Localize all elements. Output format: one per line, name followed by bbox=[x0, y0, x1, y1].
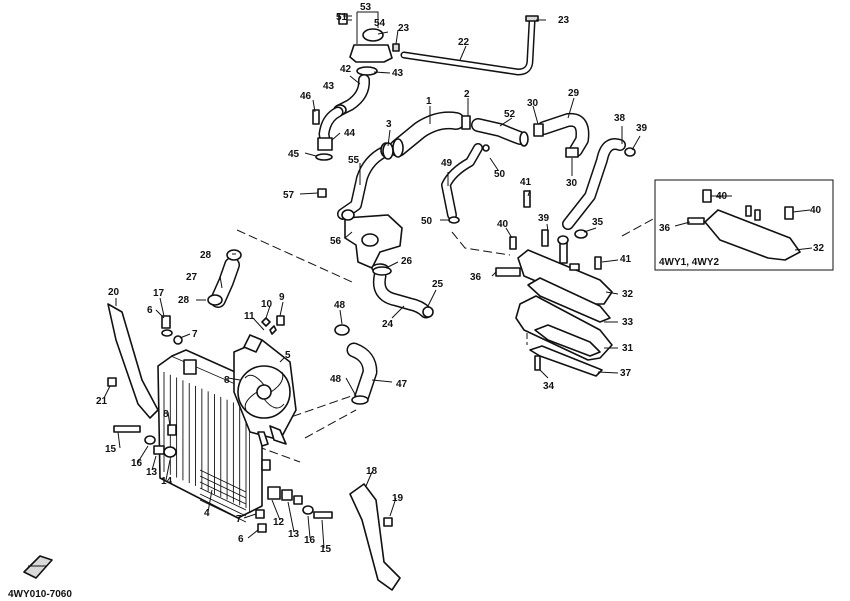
callout-8: 8 bbox=[163, 409, 169, 420]
callout-36: 36 bbox=[470, 272, 482, 283]
bracket-20 bbox=[107, 303, 159, 419]
callout-50: 50 bbox=[494, 169, 506, 180]
callout-42: 42 bbox=[340, 64, 352, 75]
hose-24 bbox=[372, 266, 434, 319]
callout-7: 7 bbox=[236, 514, 242, 525]
callout-6: 6 bbox=[147, 305, 153, 316]
callout-40: 40 bbox=[810, 205, 822, 216]
hose-29 bbox=[533, 112, 590, 158]
callout-33: 33 bbox=[622, 317, 634, 328]
callout-50: 50 bbox=[421, 216, 433, 227]
callout-7: 7 bbox=[192, 329, 198, 340]
callout-31: 31 bbox=[622, 343, 634, 354]
callout-24: 24 bbox=[382, 319, 394, 330]
hose-52 bbox=[471, 118, 529, 152]
callout-21: 21 bbox=[96, 396, 108, 407]
callout-37: 37 bbox=[620, 368, 632, 379]
callout-40: 40 bbox=[497, 219, 509, 230]
callout-51: 51 bbox=[336, 12, 348, 23]
callout-12: 12 bbox=[273, 517, 285, 528]
callout-38: 38 bbox=[614, 113, 626, 124]
callout-9: 9 bbox=[279, 292, 285, 303]
hose-44 bbox=[312, 106, 344, 161]
callout-56: 56 bbox=[330, 236, 342, 247]
callout-25: 25 bbox=[432, 279, 444, 290]
callout-28: 28 bbox=[178, 295, 190, 306]
callout-34: 34 bbox=[543, 381, 555, 392]
callout-27: 27 bbox=[186, 272, 198, 283]
callout-19: 19 bbox=[392, 493, 404, 504]
callout-45: 45 bbox=[288, 149, 300, 160]
hose-27 bbox=[207, 249, 242, 308]
callout-52: 52 bbox=[504, 109, 516, 120]
callout-35: 35 bbox=[592, 217, 604, 228]
callout-46: 46 bbox=[300, 91, 312, 102]
callout-16: 16 bbox=[131, 458, 143, 469]
bracket-18 bbox=[349, 483, 401, 591]
figure-code: 4WY010-7060 bbox=[8, 589, 72, 600]
callout-54: 54 bbox=[374, 18, 386, 29]
callout-47: 47 bbox=[396, 379, 408, 390]
hose-1 bbox=[382, 111, 471, 160]
callout-13: 13 bbox=[146, 467, 158, 478]
callout-36: 36 bbox=[659, 223, 671, 234]
callout-39: 39 bbox=[636, 123, 648, 134]
callout-20: 20 bbox=[108, 287, 120, 298]
callout-22: 22 bbox=[458, 37, 470, 48]
callout-15: 15 bbox=[320, 544, 332, 555]
callout-16: 16 bbox=[304, 535, 316, 546]
callout-23: 23 bbox=[398, 23, 410, 34]
callout-48: 48 bbox=[330, 374, 342, 385]
callout-10: 10 bbox=[261, 299, 273, 310]
callout-32: 32 bbox=[622, 289, 634, 300]
callout-6: 6 bbox=[238, 534, 244, 545]
hose-22 bbox=[400, 15, 539, 76]
callout-43: 43 bbox=[323, 81, 335, 92]
callout-40: 40 bbox=[716, 191, 728, 202]
hose-49 bbox=[441, 143, 483, 224]
callout-49: 49 bbox=[441, 158, 453, 169]
callout-15: 15 bbox=[105, 444, 117, 455]
callout-44: 44 bbox=[344, 128, 356, 139]
thermostat-housing-56 bbox=[299, 188, 403, 273]
callout-43: 43 bbox=[392, 68, 404, 79]
callout-1: 1 bbox=[426, 96, 432, 107]
callout-labels: 51 53 54 23 23 22 42 43 43 46 44 45 55 5… bbox=[96, 2, 825, 555]
callout-48: 48 bbox=[334, 300, 346, 311]
callout-14: 14 bbox=[161, 476, 173, 487]
callout-41: 41 bbox=[520, 177, 532, 188]
callout-13: 13 bbox=[288, 529, 300, 540]
front-arrow-icon bbox=[23, 555, 53, 579]
callout-5: 5 bbox=[285, 350, 291, 361]
callout-17: 17 bbox=[153, 288, 165, 299]
callout-32: 32 bbox=[813, 243, 825, 254]
callout-11: 11 bbox=[244, 311, 255, 322]
hose-38 bbox=[562, 138, 636, 230]
inset-model-label: 4WY1, 4WY2 bbox=[659, 257, 719, 268]
hose-47 bbox=[334, 324, 378, 405]
fan-5 bbox=[233, 334, 297, 447]
callout-30: 30 bbox=[527, 98, 539, 109]
inset-box bbox=[654, 179, 834, 271]
callout-18: 18 bbox=[366, 466, 378, 477]
callout-57: 57 bbox=[283, 190, 295, 201]
callout-55: 55 bbox=[348, 155, 360, 166]
callout-26: 26 bbox=[401, 256, 413, 267]
callout-3: 3 bbox=[386, 119, 392, 130]
radiator-fins bbox=[163, 372, 247, 523]
callout-30: 30 bbox=[566, 178, 578, 189]
callout-leaders bbox=[103, 15, 641, 549]
callout-41: 41 bbox=[620, 254, 632, 265]
callout-23: 23 bbox=[558, 15, 570, 26]
callout-28: 28 bbox=[200, 250, 212, 261]
radiator bbox=[157, 349, 263, 523]
callout-53: 53 bbox=[360, 2, 372, 13]
callout-39: 39 bbox=[538, 213, 550, 224]
oil-cooler-assembly bbox=[495, 190, 613, 377]
callout-2: 2 bbox=[464, 89, 470, 100]
callout-8: 8 bbox=[224, 375, 230, 386]
callout-4: 4 bbox=[204, 508, 210, 519]
callout-29: 29 bbox=[568, 88, 580, 99]
